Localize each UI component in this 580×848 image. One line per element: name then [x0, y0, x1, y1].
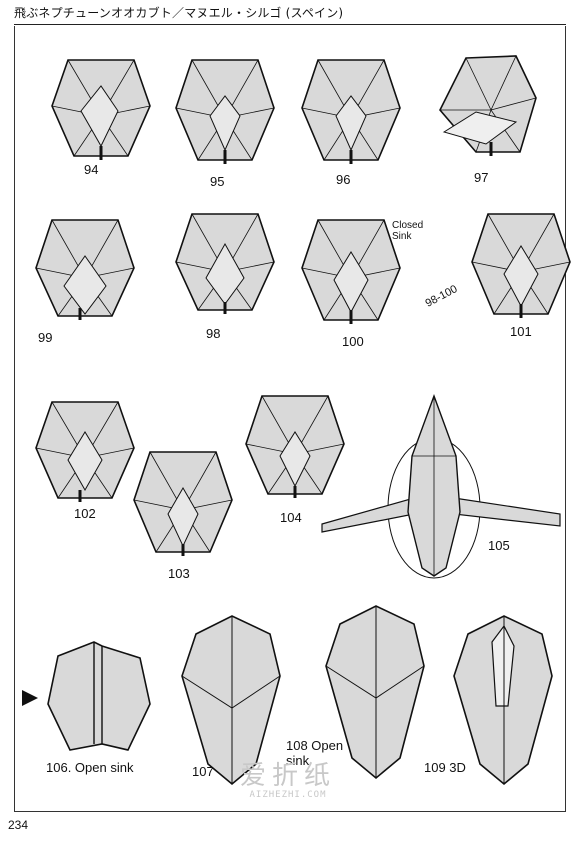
- step-99-diagram: [35, 219, 135, 320]
- step-96-label: 96: [336, 172, 351, 187]
- step-105-label: 105: [488, 538, 510, 553]
- closed-sink-note: Closed Sink: [392, 220, 424, 242]
- step-109-diagram: [453, 615, 553, 786]
- step-101-diagram: [471, 213, 571, 318]
- page-header-title: 飛ぶネプチューンオオカブト／マヌエル・シルゴ (スペイン): [14, 6, 344, 20]
- push-arrow-icon: [22, 690, 38, 706]
- step-108-diagram: [325, 605, 425, 780]
- step-102-label: 102: [74, 506, 96, 521]
- watermark-url: AIZHEZHI.COM: [249, 790, 327, 800]
- step-107-diagram: [181, 615, 281, 786]
- step-94-label: 94: [84, 162, 99, 177]
- page-number: 234: [8, 818, 29, 832]
- step-101-label: 101: [510, 324, 532, 339]
- step-106-diagram: [47, 641, 151, 751]
- step-95-label: 95: [210, 174, 225, 189]
- step-105-diagram: [321, 393, 561, 579]
- step-95-diagram: [175, 59, 275, 164]
- step-98-diagram: [175, 213, 275, 314]
- step-104-diagram: [245, 395, 345, 498]
- step-94-diagram: [51, 59, 151, 160]
- step-106-label: 106. Open sink: [46, 760, 134, 775]
- step-102-diagram: [35, 401, 135, 502]
- diagram-frame: [14, 26, 566, 812]
- step-96-diagram: [301, 59, 401, 164]
- step-100-label: 100: [342, 334, 364, 349]
- step-107-label: 107: [192, 764, 214, 779]
- step-99-label: 99: [38, 330, 53, 345]
- step-97-label: 97: [474, 170, 489, 185]
- step-100-diagram: [301, 219, 401, 324]
- step-108-label: 108 Open sink: [286, 738, 344, 768]
- step-103-diagram: [133, 451, 233, 556]
- header-divider: [14, 24, 566, 25]
- step-98-label: 98: [206, 326, 221, 341]
- step-97-diagram: [439, 55, 537, 156]
- watermark-text: 爱折纸: [240, 761, 337, 791]
- step-104-label: 104: [280, 510, 302, 525]
- watermark: 爱折纸 AIZHEZHI.COM: [240, 762, 336, 800]
- step-109-label: 109 3D: [424, 760, 466, 775]
- step-103-label: 103: [168, 566, 190, 581]
